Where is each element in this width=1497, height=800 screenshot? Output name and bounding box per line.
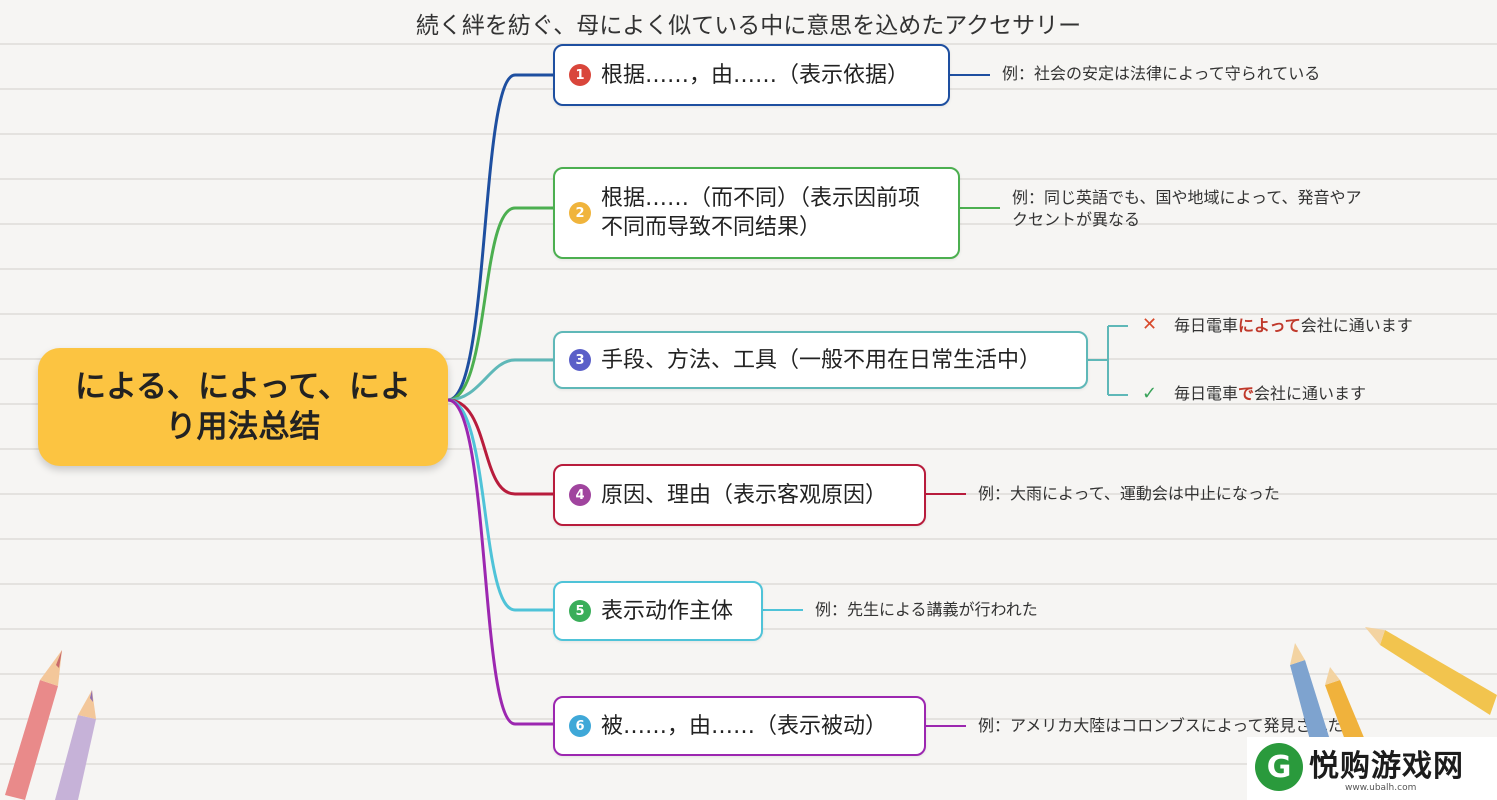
- branch-node-5: 5 表示动作主体: [553, 581, 763, 641]
- branch-label-6: 被……，由……（表示被动）: [601, 713, 888, 739]
- branch-node-2: 2 根据……（而不同）（表示因前项不同而导致不同结果）: [553, 167, 960, 259]
- example-4: 例：大雨によって、運動会は中止になった: [978, 484, 1280, 503]
- badge-6: 6: [569, 715, 591, 737]
- connector-5: [447, 398, 553, 612]
- badge-2: 2: [569, 202, 591, 224]
- example-5: 例：先生による講義が行われた: [815, 600, 1038, 619]
- right-before: 毎日電車: [1174, 384, 1239, 403]
- branch-label-5: 表示动作主体: [601, 598, 734, 624]
- logo-url: www.ubalh.com: [1345, 783, 1417, 793]
- root-node: による、によって、により用法总结: [38, 348, 448, 466]
- branch-label-4: 原因、理由（表示客观原因）: [601, 482, 888, 508]
- badge-1: 1: [569, 64, 591, 86]
- pencil-right-icon: [1290, 627, 1497, 740]
- branch-label-3: 手段、方法、工具（一般不用在日常生活中）: [601, 347, 1042, 373]
- right-after: 会社に通います: [1254, 384, 1367, 403]
- badge-5: 5: [569, 600, 591, 622]
- badge-3: 3: [569, 349, 591, 371]
- wrong-example: 毎日電車によって会社に通います: [1174, 315, 1413, 337]
- check-mark-icon: ✓: [1142, 383, 1158, 404]
- branch-node-3: 3 手段、方法、工具（一般不用在日常生活中）: [553, 331, 1088, 389]
- wrong-before: 毎日電車: [1174, 316, 1239, 335]
- branch-node-1: 1 根据……，由……（表示依据）: [553, 44, 950, 106]
- badge-4: 4: [569, 484, 591, 506]
- logo-text: 悦购游戏网: [1309, 749, 1464, 784]
- logo-mark-icon: G: [1255, 743, 1303, 791]
- example-1: 例：社会の安定は法律によって守られている: [1002, 64, 1321, 83]
- example-2: 例：同じ英語でも、国や地域によって、発音やアクセントが異なる: [1012, 188, 1362, 229]
- example-6: 例：アメリカ大陸はコロンブスによって発見された: [978, 716, 1344, 735]
- wrong-emph: によって: [1238, 316, 1301, 335]
- branch-node-4: 4 原因、理由（表示客观原因）: [553, 464, 926, 526]
- connector-3: [447, 358, 553, 402]
- root-title: による、によって、により用法总结: [74, 369, 412, 445]
- connector-1: [447, 73, 553, 402]
- connector-4: [447, 398, 553, 496]
- right-example: 毎日電車で会社に通います: [1174, 383, 1366, 405]
- branch-label-2: 根据……（而不同）（表示因前项不同而导致不同结果）: [601, 186, 921, 240]
- watermark-logo: G 悦购游戏网 www.ubalh.com: [1247, 737, 1497, 800]
- pencil-left-icon: [5, 650, 96, 800]
- bracket-3: [1088, 325, 1128, 396]
- connector-6: [447, 398, 553, 726]
- wrong-mark-icon: ✕: [1142, 314, 1158, 335]
- branch-node-6: 6 被……，由……（表示被动）: [553, 696, 926, 756]
- caption-text: 続く絆を紡ぐ、母によく似ている中に意思を込めたアクセサリー: [415, 13, 1082, 39]
- branch-label-1: 根据……，由……（表示依据）: [601, 62, 910, 88]
- connector-2: [447, 206, 553, 402]
- right-emph: で: [1238, 384, 1255, 403]
- wrong-after: 会社に通います: [1300, 316, 1413, 335]
